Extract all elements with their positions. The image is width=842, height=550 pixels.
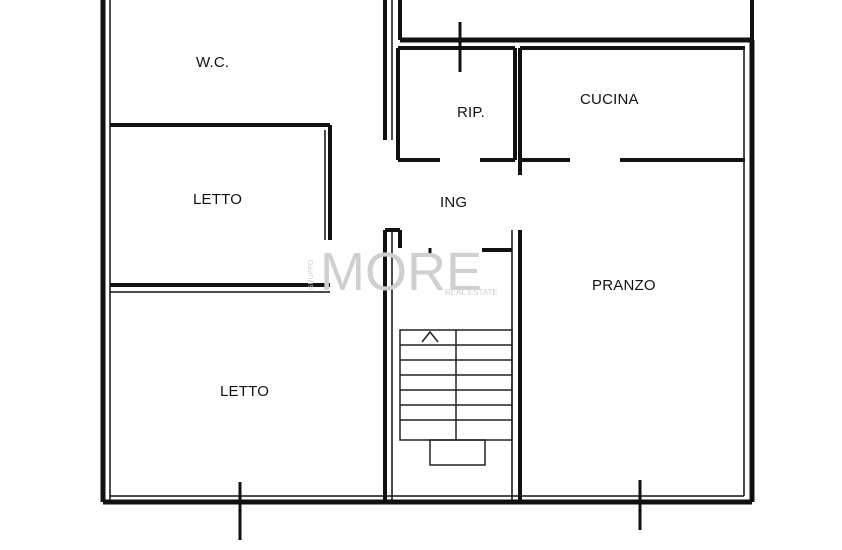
label-letto-lower: LETTO: [220, 383, 269, 400]
watermark-vertical: GRUPPO: [308, 259, 315, 290]
label-ing: ING: [440, 194, 467, 211]
room-labels: W.C. RIP. CUCINA LETTO ING PRANZO LETTO: [193, 54, 656, 400]
stairs: [399, 329, 513, 466]
label-cucina: CUCINA: [580, 91, 639, 108]
watermark-logo: MORE: [320, 242, 482, 302]
walls: [100, 0, 755, 540]
label-pranzo: PRANZO: [592, 277, 656, 294]
watermark-tagline: REAL ESTATE: [445, 288, 498, 297]
label-rip: RIP.: [457, 104, 485, 121]
label-letto-upper: LETTO: [193, 191, 242, 208]
watermark: MORE REAL ESTATE GRUPPO: [308, 242, 498, 302]
label-wc: W.C.: [196, 54, 229, 71]
